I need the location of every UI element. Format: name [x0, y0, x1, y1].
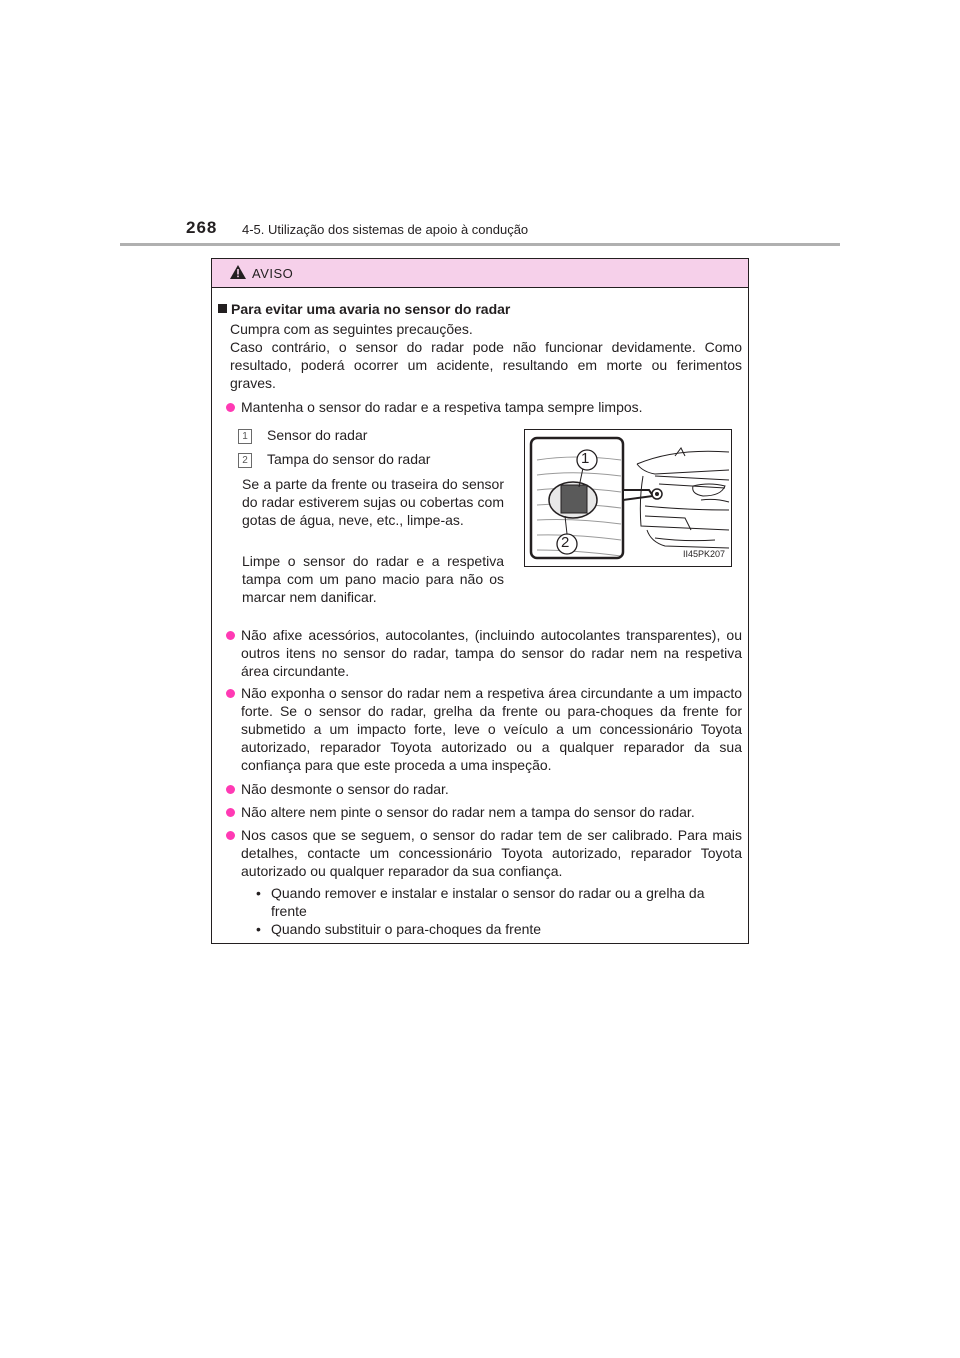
list-item: Não desmonte o sensor do radar. — [226, 780, 742, 798]
bullet-dot-icon — [226, 831, 235, 840]
numbered-item-text: Tampa do sensor do radar — [267, 451, 431, 467]
bullet-dot-icon — [226, 808, 235, 817]
callout-1-label: 1 — [581, 450, 590, 467]
numbered-item-text: Sensor do radar — [267, 427, 368, 443]
sub-list-item-text: Quando remover e instalar e instalar o s… — [271, 885, 705, 919]
numbered-item-1: 1 Sensor do radar — [238, 426, 367, 444]
list-item-text: Não exponha o sensor do radar nem a resp… — [241, 685, 742, 773]
header-divider — [120, 243, 840, 246]
list-item-text: Não afixe acessórios, autocolantes, (inc… — [241, 627, 742, 679]
bullet-dot-icon — [226, 785, 235, 794]
dirty-sensor-paragraph: Se a parte da frente ou traseira do sens… — [242, 476, 504, 528]
list-item-text: Não desmonte o sensor do radar. — [241, 781, 449, 797]
warning-triangle-icon — [230, 265, 246, 279]
illustration-code: II45PK207 — [682, 549, 725, 559]
sub-bullet-marker: • — [256, 921, 261, 937]
list-item: Não altere nem pinte o sensor do radar n… — [226, 803, 742, 821]
list-item: Nos casos que se seguem, o sensor do rad… — [226, 826, 742, 880]
list-item-text: Não altere nem pinte o sensor do radar n… — [241, 804, 695, 820]
warning-label: AVISO — [252, 266, 294, 281]
bullet-dot-icon — [226, 403, 235, 412]
section-title: 4-5. Utilização dos sistemas de apoio à … — [242, 222, 529, 237]
warning-heading: Para evitar uma avaria no sensor do rada… — [218, 300, 510, 318]
list-item: Não exponha o sensor do radar nem a resp… — [226, 684, 742, 774]
warning-header: AVISO — [212, 259, 748, 288]
number-badge: 2 — [238, 453, 252, 468]
vehicle-front-drawing — [529, 436, 730, 560]
numbered-item-2: 2 Tampa do sensor do radar — [238, 450, 430, 468]
bullet-dot-icon — [226, 631, 235, 640]
square-bullet-icon — [218, 304, 227, 313]
list-item-text: Nos casos que se seguem, o sensor do rad… — [241, 827, 742, 879]
number-badge: 1 — [238, 429, 252, 444]
warning-box: AVISO Para evitar uma avaria no sensor d… — [211, 258, 749, 944]
radar-sensor-illustration: 1 2 II45PK207 — [524, 429, 732, 567]
callout-2-label: 2 — [561, 534, 570, 551]
sub-bullet-marker: • — [256, 885, 261, 901]
bullet-dot-icon — [226, 689, 235, 698]
sub-list-item-text: Quando substituir o para-choques da fren… — [271, 921, 542, 937]
intro-paragraph: Caso contrário, o sensor do radar pode n… — [230, 339, 742, 391]
list-item: Mantenha o sensor do radar e a respetiva… — [226, 398, 742, 416]
clean-sensor-paragraph: Limpe o sensor do radar e a respetiva ta… — [242, 553, 504, 605]
page-number: 268 — [186, 218, 218, 237]
list-item: Não afixe acessórios, autocolantes, (inc… — [226, 626, 742, 680]
intro-line: Cumpra com as seguintes precauções. — [230, 321, 473, 337]
sub-list-item: • Quando substituir o para-choques da fr… — [256, 920, 742, 938]
warning-heading-text: Para evitar uma avaria no sensor do rada… — [231, 301, 511, 317]
list-item-text: Mantenha o sensor do radar e a respetiva… — [241, 399, 643, 415]
sub-list-item: • Quando remover e instalar e instalar o… — [256, 884, 742, 920]
